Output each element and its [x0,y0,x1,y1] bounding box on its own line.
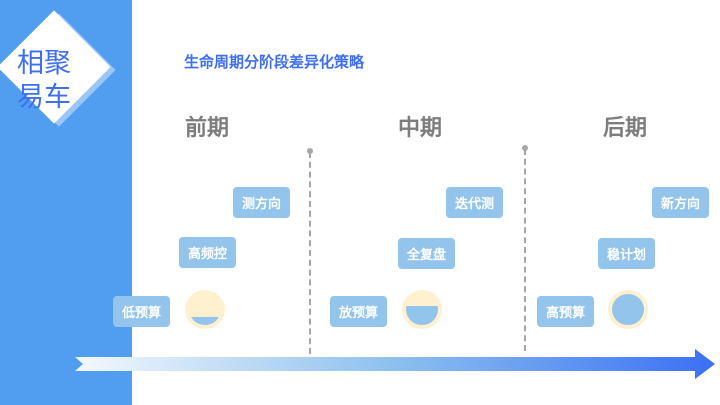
budget-indicator [185,290,225,329]
tag: 稳计划 [598,238,655,269]
page-title: 生命周期分阶段差异化策略 [184,53,365,71]
tag: 全复盘 [398,238,455,269]
budget-fill [406,306,438,325]
tag: 放预算 [330,296,387,327]
logo-text: 相聚 易车 [12,47,76,115]
phase-mid-heading: 中期 [398,116,443,141]
budget-fill [612,294,644,325]
timeline-arrow [75,349,715,379]
phase-early-heading: 前期 [185,116,230,141]
tag: 高频控 [179,237,236,268]
tag: 低预算 [113,296,170,327]
divider-line [309,152,311,354]
logo-line1: 相聚 [17,48,71,79]
tag: 高预算 [537,296,594,327]
phase-late-heading: 后期 [603,116,648,141]
tag: 测方向 [233,187,290,218]
tag: 迭代测 [446,187,503,218]
tag: 新方向 [652,187,709,218]
budget-indicator [608,290,648,329]
logo-line2: 易车 [17,82,71,113]
divider-line [524,149,526,351]
budget-fill [189,317,221,325]
divider-dot [522,145,528,151]
divider-dot [307,148,313,154]
budget-indicator [402,290,442,329]
